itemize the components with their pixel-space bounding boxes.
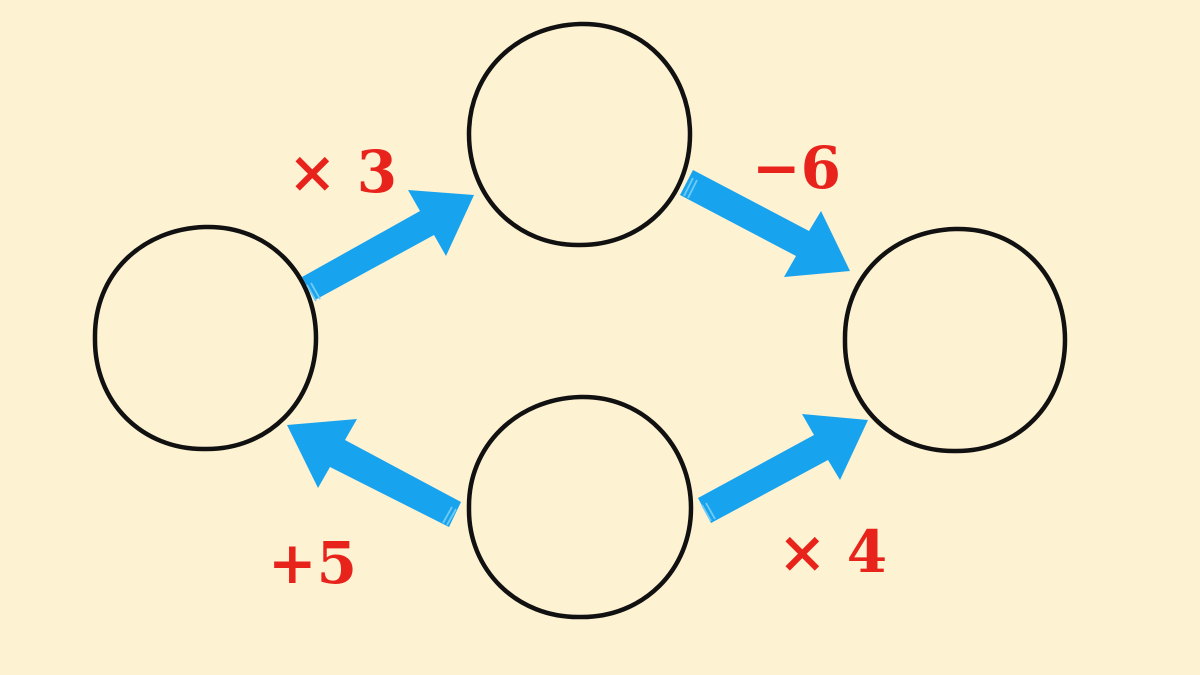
node-left xyxy=(92,224,319,452)
arrow-bottom-to-left xyxy=(287,419,461,527)
node-bottom-circle xyxy=(466,394,694,620)
arrow-bottom-to-right-icon xyxy=(698,414,868,523)
operation-label-plus-5: +5 xyxy=(268,529,357,597)
node-left-circle xyxy=(92,224,319,452)
node-top xyxy=(466,21,693,248)
node-right xyxy=(842,226,1068,454)
arrow-left-to-top-icon xyxy=(302,190,474,300)
operation-label-minus-6: −6 xyxy=(752,134,841,202)
node-right-circle xyxy=(842,226,1068,454)
arrow-left-to-top xyxy=(302,190,474,302)
arrow-top-to-right-icon xyxy=(680,170,850,277)
arrow-bottom-to-right xyxy=(698,414,868,523)
arrow-top-to-right xyxy=(680,170,850,277)
node-top-circle xyxy=(466,21,693,248)
operation-label-times-4: × 4 xyxy=(778,518,887,586)
arrow-bottom-to-left-icon xyxy=(287,419,461,527)
node-bottom xyxy=(466,394,694,620)
operation-label-times-3: × 3 xyxy=(288,138,397,206)
